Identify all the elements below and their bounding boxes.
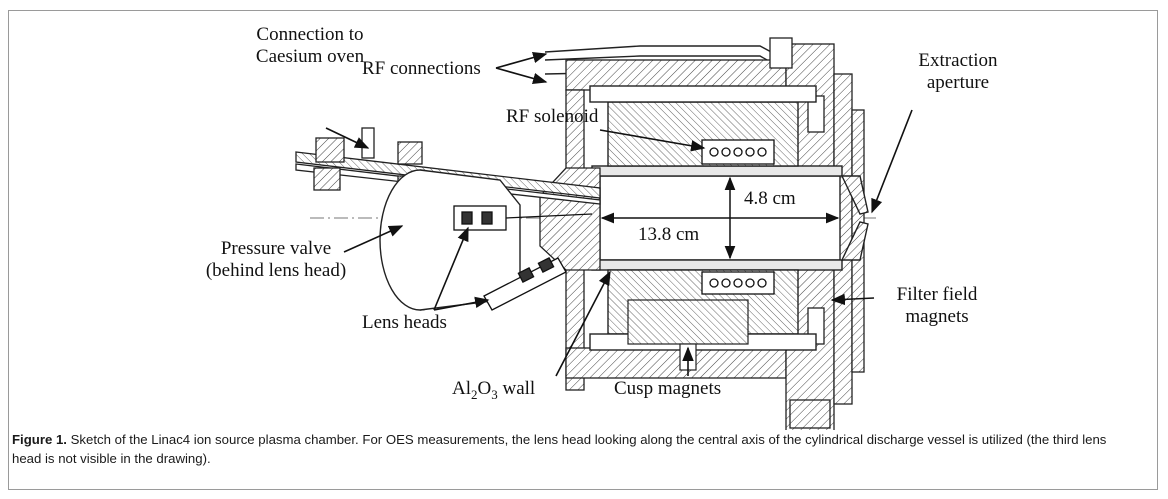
cusp-magnet-block [627,299,749,345]
rf-solenoid-coils [701,139,775,295]
lens-head-lower [483,256,567,311]
label-lens-heads: Lens heads [362,312,447,333]
label-pressure-line2: (behind lens head) [205,260,347,281]
label-dim-diameter: 4.8 cm [744,188,796,209]
label-pressure-valve: Pressure valve (behind lens head) [176,238,376,282]
pressure-valve [379,169,521,311]
al2o3-o: O [477,378,492,399]
ion-source-sketch [295,37,913,430]
label-extraction-line1: Extraction [918,50,998,71]
label-al2o3-wall: Al2O3 wall [452,378,536,402]
label-filter-line1: Filter field [896,284,978,305]
caption-label: Figure 1. [12,432,67,447]
label-extraction-line2: aperture [926,72,990,93]
lens-head-center [453,205,593,231]
label-pressure-line1: Pressure valve [220,238,332,259]
label-rf-connections: RF connections [362,58,481,79]
label-connection-line2: Caesium oven [255,46,365,67]
pointer-arrows [325,51,913,377]
label-rf-solenoid: RF solenoid [506,106,599,127]
al2o3-sub1: 2 [471,386,478,402]
label-filter-field-magnets: Filter field magnets [872,284,1002,328]
figure-caption: Figure 1. Sketch of the Linac4 ion sourc… [12,430,1138,468]
al2o3-al: Al [452,378,471,399]
caption-text: Sketch of the Linac4 ion source plasma c… [12,432,1107,466]
al2o3-wall: wall [497,378,536,399]
label-connection-cs: Connection to Caesium oven [235,24,385,68]
label-dim-length: 13.8 cm [638,224,700,245]
label-cusp-magnets: Cusp magnets [614,378,722,399]
label-filter-line2: magnets [905,306,969,327]
al2o3-sub2: 3 [491,386,498,402]
label-connection-line1: Connection to [256,24,364,45]
extraction-cone [840,175,869,261]
label-extraction-aperture: Extraction aperture [888,50,1028,94]
